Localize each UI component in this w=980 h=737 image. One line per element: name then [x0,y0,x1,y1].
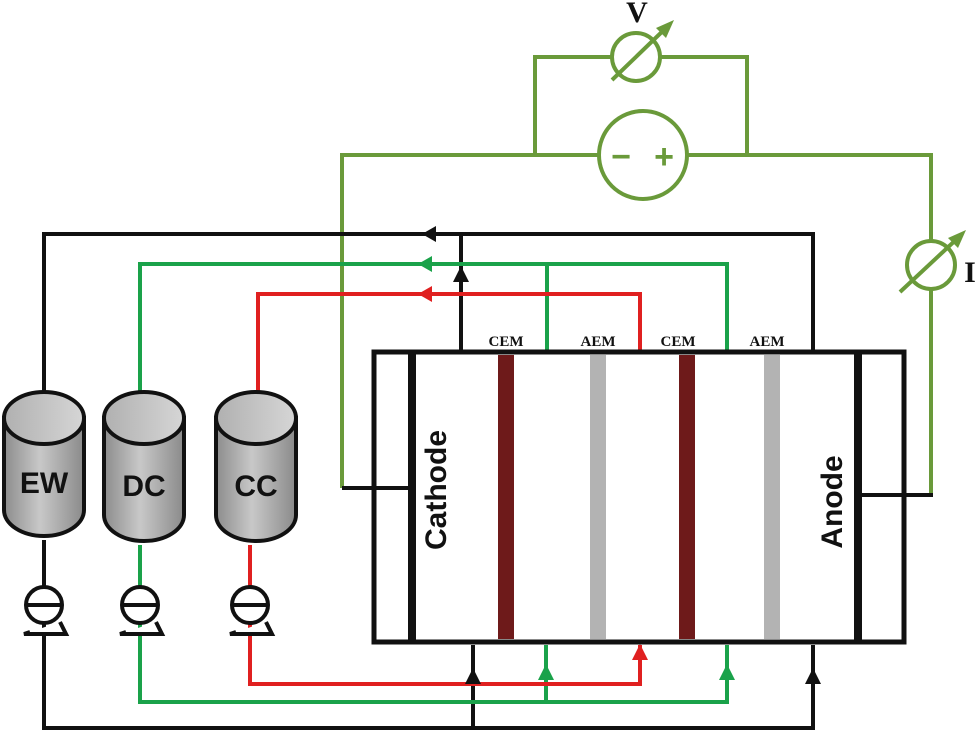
voltmeter-label: V [626,0,648,29]
cc-inlet-arrow-icon [632,644,648,660]
ammeter-label: I [964,256,976,289]
anode-label: Anode [816,455,849,548]
voltmeter-arrow [610,24,670,82]
voltmeter-right-wire [660,55,749,155]
anode-supply-wire [686,153,933,240]
tank-ew: EW [2,390,86,538]
cc-return-arrow-icon [418,286,432,302]
voltmeter: V [610,0,674,83]
membrane-aem-2 [764,355,780,639]
cathode-label: Cathode [420,430,453,550]
tank-ew-label: EW [20,467,69,500]
dc-return-pipe [138,262,729,400]
cathode-plate [408,352,416,642]
membrane-label-1: CEM [489,334,524,350]
voltmeter-arrow-head-icon [656,20,674,38]
ammeter-arrow-head-icon [948,230,966,248]
tank-cc: CC [214,390,298,543]
tank-cc-top [214,390,298,446]
membrane-cem-2 [679,355,695,639]
power-supply-plus: + [654,138,674,176]
tank-ew-top [2,390,86,446]
tank-cc-body [214,416,298,543]
stack-frame [371,349,907,645]
ew-up-arrow-icon [453,266,469,282]
power-supply-minus: − [611,138,631,176]
membrane-label-3: CEM [661,334,696,350]
ammeter: I [898,230,976,294]
flow-arrows [418,226,821,684]
electrical-circuit [340,55,933,495]
dc-inlet-arrow-2-icon [719,664,735,680]
membrane-label-2: AEM [581,334,616,350]
ew-return-arrow-icon [422,226,436,242]
cathode-supply-wire [340,153,600,488]
tank-cc-label: CC [234,470,277,503]
pump-ew-icon [23,585,70,636]
dc-return-arrow-icon [418,256,432,272]
ew-anode-inlet-arrow-icon [805,668,821,684]
power-supply-circle [597,109,689,201]
membrane-labels: CEM AEM CEM AEM [489,334,785,350]
membrane-aem-1 [590,355,606,639]
tank-ew-body [2,416,86,538]
membrane-label-4: AEM [750,334,785,350]
dc-inlet-arrow-1-icon [538,664,554,680]
tank-dc: DC [102,390,186,543]
voltmeter-left-wire [533,55,612,155]
ed-stack: Cathode Anode [342,349,933,645]
power-supply: − + [597,109,689,201]
cc-return-pipe [256,292,642,400]
pump-cc-icon [229,585,276,636]
tank-dc-top [102,390,186,446]
tank-dc-body [102,416,186,543]
ew-cathode-inlet-arrow-icon [465,668,481,684]
tank-dc-label: DC [122,470,165,503]
ammeter-arrow [898,234,962,294]
pump-dc-icon [119,585,166,636]
membrane-cem-1 [498,355,514,639]
